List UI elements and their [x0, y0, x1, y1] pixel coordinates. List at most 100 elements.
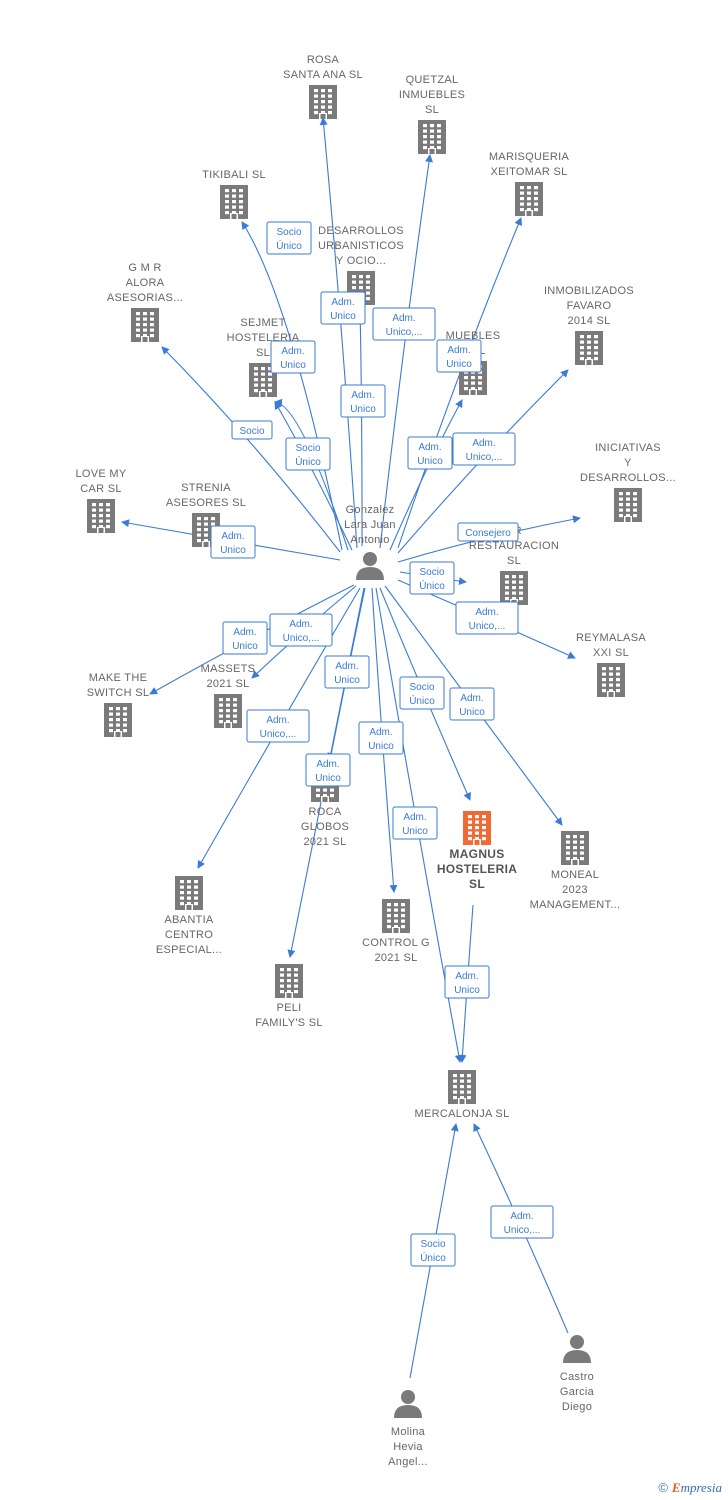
building-icon[interactable]: [463, 811, 491, 845]
edge-label-gonzalez-to-sejmet[interactable]: Adm.Unico: [270, 340, 316, 374]
node-iniciativas[interactable]: INICIATIVASYDESARROLLOS...: [580, 442, 676, 522]
edge-label-box[interactable]: [266, 221, 312, 255]
edge-label-gonzalez-to-abantia[interactable]: Adm.Unico: [358, 721, 404, 755]
edge-label-box[interactable]: [285, 437, 331, 471]
edge-label-gonzalez-to-peli[interactable]: Adm.Unico: [392, 806, 438, 840]
node-label: CENTRO: [165, 929, 213, 941]
edge-label-box[interactable]: [246, 709, 310, 743]
edge-label-box[interactable]: [392, 806, 438, 840]
edge-label-box[interactable]: [305, 753, 351, 787]
edge-label-box[interactable]: [490, 1205, 554, 1239]
building-icon[interactable]: [382, 899, 410, 933]
edge-label-gonzalez-to-massets[interactable]: Adm.Unico: [324, 655, 370, 689]
building-icon[interactable]: [309, 85, 337, 119]
edge-label-text: Adm.: [335, 661, 358, 672]
edge-label-box[interactable]: [409, 561, 455, 595]
edge-label-box[interactable]: [399, 676, 445, 710]
edge-label-box[interactable]: [320, 291, 366, 325]
node-label: Antonio: [350, 534, 389, 546]
person-icon[interactable]: [563, 1335, 591, 1363]
edge-label-text: Socio: [295, 443, 320, 454]
edge-label-box[interactable]: [436, 339, 482, 373]
edge-label-gonzalez-to-restauracion[interactable]: Adm.Unico,...: [455, 601, 519, 635]
edge-label-box[interactable]: [410, 1233, 456, 1267]
edge-label-box[interactable]: [358, 721, 404, 755]
edge-label-box[interactable]: [455, 601, 519, 635]
edge-label-gonzalez-to-marisqueria[interactable]: Adm.Unico: [436, 339, 482, 373]
building-icon[interactable]: [131, 308, 159, 342]
building-icon[interactable]: [575, 331, 603, 365]
person-icon[interactable]: [356, 552, 384, 580]
node-gmr[interactable]: G M RALORAASESORIAS...: [107, 262, 183, 342]
building-icon[interactable]: [220, 185, 248, 219]
edge-label-box[interactable]: [407, 436, 453, 470]
edge-label-box[interactable]: [231, 420, 273, 440]
edge-label-gonzalez-to-makeswitch[interactable]: Adm.Unico,...: [269, 613, 333, 647]
building-icon[interactable]: [275, 964, 303, 998]
edge-label-gonzalez-to-moneal[interactable]: Adm.Unico,...: [246, 709, 310, 743]
edge-label-gonzalez-to-controlg[interactable]: Adm.Unico: [305, 753, 351, 787]
edge-label-gonzalez-to-inmobilizados[interactable]: Adm.Unico,...: [452, 432, 516, 466]
building-icon[interactable]: [214, 694, 242, 728]
building-icon[interactable]: [104, 703, 132, 737]
edge-label-box[interactable]: [449, 687, 495, 721]
edge-label-box[interactable]: [222, 621, 268, 655]
building-icon[interactable]: [597, 663, 625, 697]
building-icon[interactable]: [515, 182, 543, 216]
edge-label-gonzalez-to-rosa[interactable]: Adm.Unico: [320, 291, 366, 325]
person-icon[interactable]: [394, 1390, 422, 1418]
building-icon[interactable]: [175, 876, 203, 910]
edge-label-box[interactable]: [210, 525, 256, 559]
node-abantia[interactable]: ABANTIACENTROESPECIAL...: [156, 876, 222, 956]
edge-label-box[interactable]: [444, 965, 490, 999]
edge-label-box[interactable]: [340, 384, 386, 418]
building-icon[interactable]: [561, 831, 589, 865]
edge-label-box[interactable]: [324, 655, 370, 689]
building-icon[interactable]: [500, 571, 528, 605]
node-mercalonja[interactable]: MERCALONJA SL: [415, 1070, 510, 1120]
building-icon[interactable]: [614, 488, 642, 522]
edge-label-gonzalez-to-reymalasa[interactable]: Adm.Unico: [222, 621, 268, 655]
edge-label-gonzalez-to-quetzal[interactable]: Adm.Unico,...: [372, 307, 436, 341]
edge-label-gonzalez-to-muebles[interactable]: Adm.Unico: [407, 436, 453, 470]
building-icon[interactable]: [418, 120, 446, 154]
node-molina[interactable]: MolinaHeviaAngel...: [388, 1390, 428, 1468]
edge-label-box[interactable]: [457, 522, 519, 542]
node-label: QUETZAL: [406, 74, 459, 86]
edge-label-gonzalez-to-desarrollos_urb[interactable]: Adm.Unico: [340, 384, 386, 418]
edge-label-gonzalez-to-iniciativas[interactable]: Consejero: [457, 522, 519, 542]
edge-label-box[interactable]: [452, 432, 516, 466]
edge-label-gonzalez-to-mercalonja[interactable]: Adm.Unico: [444, 965, 490, 999]
building-icon[interactable]: [448, 1070, 476, 1104]
edge-label-box[interactable]: [269, 613, 333, 647]
edge-label-molina-to-mercalonja[interactable]: Adm.Unico,...: [490, 1205, 554, 1239]
edge-label-gonzalez-to-gmr[interactable]: Socio: [231, 420, 273, 440]
node-restauracion[interactable]: ARRESTAURACIONSL: [469, 525, 559, 605]
edge-label-box[interactable]: [270, 340, 316, 374]
edge-label-gonzalez-to-lovemycar[interactable]: Adm.Unico: [210, 525, 256, 559]
node-tikibali[interactable]: TIKIBALI SL: [202, 169, 266, 219]
edge-label-gonzalez-to-magnus[interactable]: Adm.Unico: [449, 687, 495, 721]
node-moneal[interactable]: MONEAL2023MANAGEMENT...: [530, 831, 621, 911]
building-icon[interactable]: [87, 499, 115, 533]
edge-label-box[interactable]: [372, 307, 436, 341]
